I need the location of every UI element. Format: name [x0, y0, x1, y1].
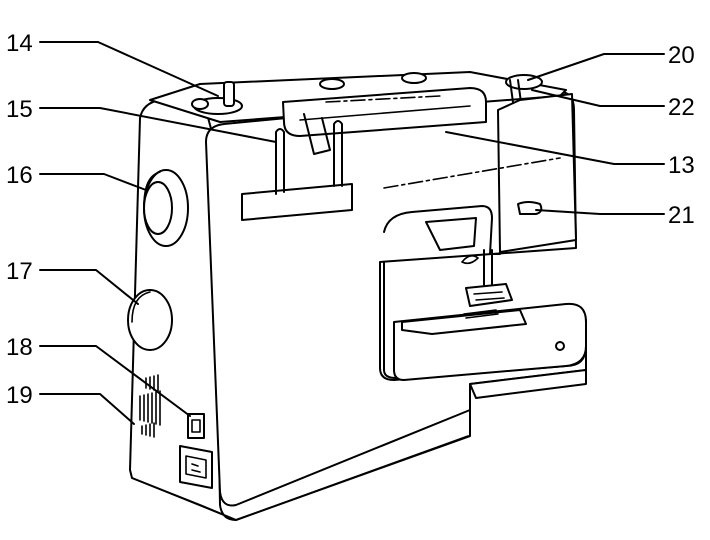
top-thread-guide — [319, 78, 345, 90]
power-socket-inner — [185, 455, 207, 479]
bed-screw — [555, 341, 565, 351]
handwheel-rim — [143, 171, 161, 207]
presser-foot-lever — [517, 201, 543, 215]
bobbin-winder-spindle — [223, 81, 235, 107]
callout-20: 20 — [668, 42, 695, 69]
stitch-dial-outer — [127, 289, 173, 351]
callout-labels: 14 15 16 17 18 19 20 22 13 21 — [6, 30, 695, 409]
handle-hook-left — [303, 113, 331, 155]
thread-guide-wire — [461, 254, 479, 265]
base-shadow — [131, 435, 469, 521]
callout-15: 15 — [6, 96, 33, 123]
bobbin-winder-stopper — [191, 98, 209, 110]
callout-19: 19 — [6, 382, 33, 409]
spool-pin-holder — [241, 183, 353, 221]
leader-14 — [39, 41, 219, 97]
handle-inner-line — [299, 105, 471, 121]
leader-22 — [531, 89, 665, 107]
power-socket — [179, 445, 213, 489]
leader-15 — [39, 107, 277, 143]
leader-20 — [527, 53, 665, 81]
head-center-line — [383, 157, 561, 189]
leader-16 — [39, 173, 147, 191]
needle-bar — [483, 249, 493, 289]
leader-lines — [39, 41, 665, 425]
power-switch-rocker — [191, 419, 201, 433]
machine-illustration — [127, 71, 587, 521]
needle-plate — [401, 309, 527, 335]
machine-head — [497, 93, 577, 253]
callout-22: 22 — [668, 94, 695, 121]
callout-17: 17 — [6, 258, 33, 285]
leader-13 — [445, 131, 665, 165]
leader-21 — [535, 209, 665, 215]
spool-pin-left — [275, 128, 285, 195]
spool-pin-right — [333, 120, 343, 187]
presser-foot-toes — [473, 291, 505, 301]
callout-21: 21 — [668, 202, 695, 229]
callout-14: 14 — [6, 30, 33, 57]
power-switch — [187, 413, 205, 439]
callout-13: 13 — [668, 152, 695, 179]
socket-pins — [191, 463, 201, 473]
handwheel-inner — [143, 181, 173, 235]
callout-18: 18 — [6, 334, 33, 361]
presser-foot — [465, 283, 513, 307]
leader-19 — [39, 393, 135, 425]
leader-17 — [39, 269, 139, 305]
feed-dogs — [463, 309, 499, 319]
needle-clamp — [425, 217, 477, 251]
handle-center-line — [325, 95, 441, 103]
leader-18 — [39, 345, 191, 417]
top-thread-guide-2 — [401, 72, 427, 84]
callout-16: 16 — [6, 162, 33, 189]
machine-base-step — [469, 369, 587, 399]
